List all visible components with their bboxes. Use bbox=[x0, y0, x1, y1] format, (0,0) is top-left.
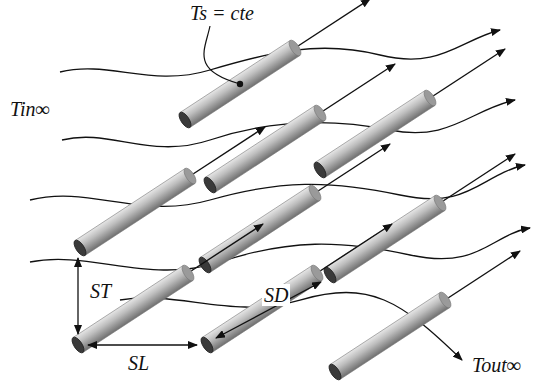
outlet-temperature-label: Tout∞ bbox=[470, 354, 523, 376]
surface-temperature-label: Ts = cte bbox=[188, 2, 256, 24]
inlet-temperature-label: Tin∞ bbox=[8, 98, 52, 120]
longitudinal-pitch-label: SL bbox=[126, 352, 151, 374]
transverse-pitch-label: ST bbox=[88, 280, 113, 302]
diagonal-pitch-label: SD bbox=[262, 284, 290, 306]
